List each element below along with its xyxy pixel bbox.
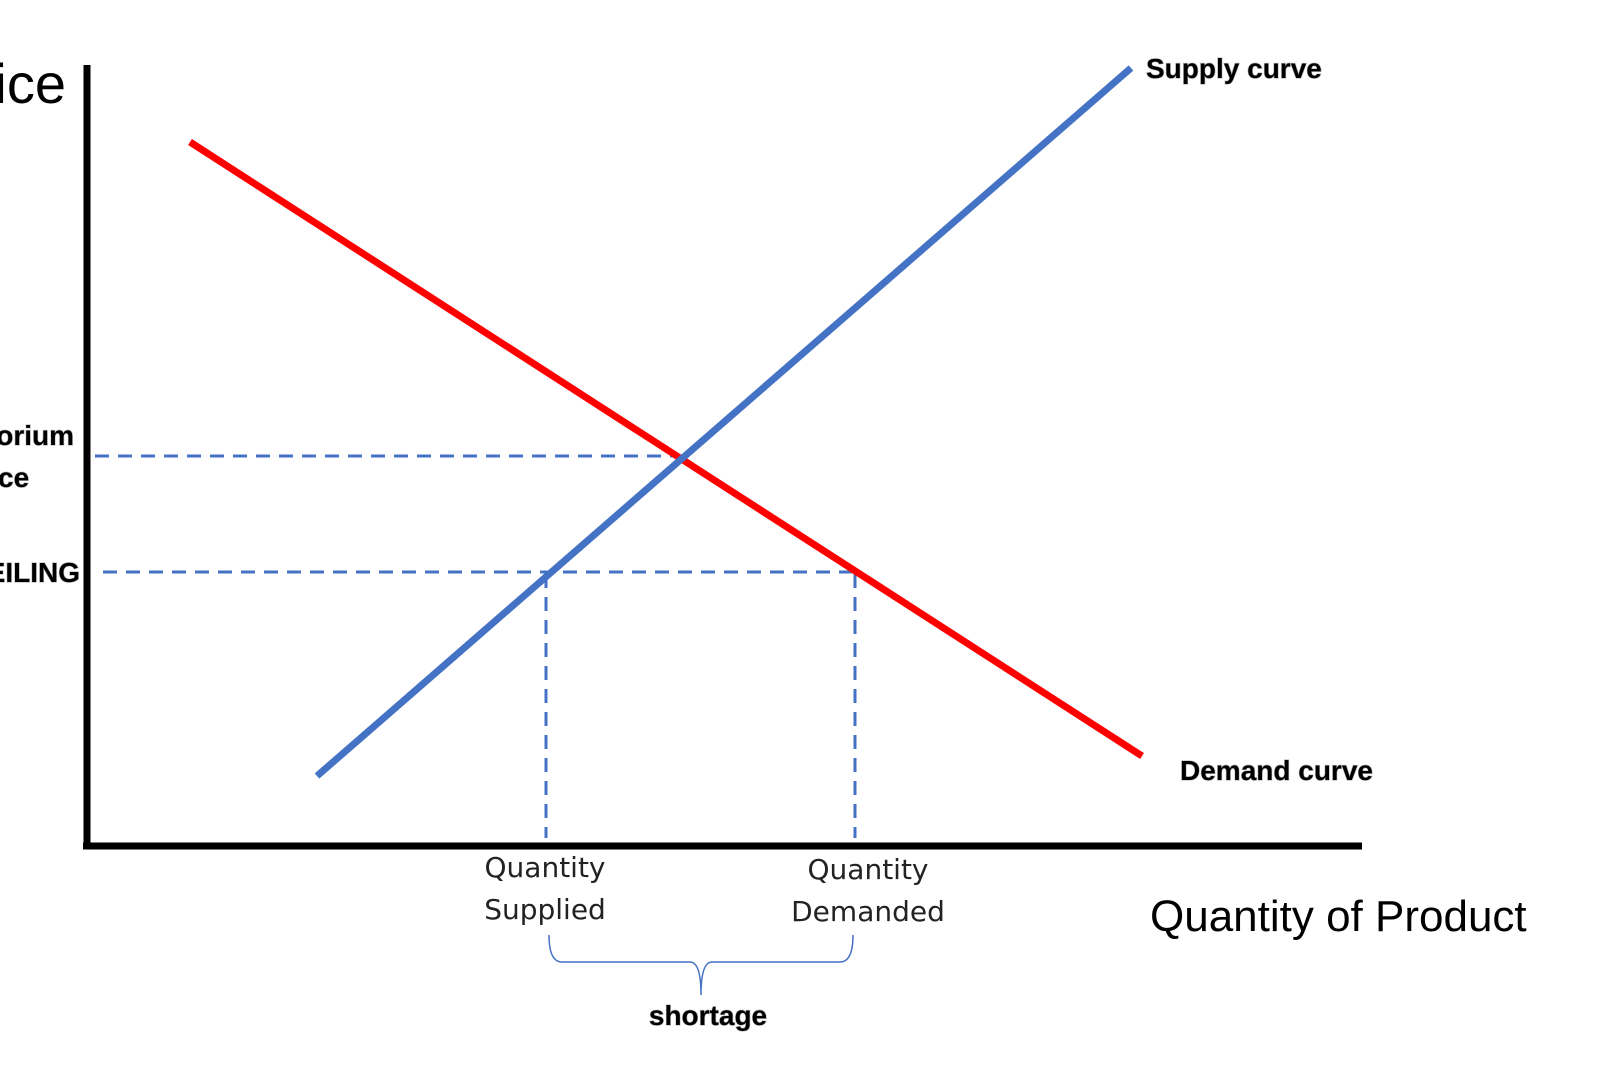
shortage-brace [548, 934, 854, 996]
supply-curve [314, 65, 1134, 779]
y-axis-label: ice [0, 52, 66, 115]
supply-curve-label: Supply curve [1146, 53, 1322, 84]
quantity-demanded-label-line2: Demanded [791, 895, 945, 928]
demand-curve [188, 139, 1144, 759]
price-ceiling-label: EILING [0, 557, 80, 588]
quantity-demanded-label-line1: Quantity [808, 853, 929, 886]
demand-curve-label: Demand curve [1180, 755, 1373, 786]
equilibrium-price-label-line2: ce [0, 462, 29, 493]
quantity-supplied-label-line2: Supplied [484, 893, 606, 926]
x-axis-label: Quantity of Product [1150, 892, 1527, 941]
equilibrium-price-label-line1: orium [0, 420, 74, 451]
shortage-label: shortage [649, 1000, 767, 1031]
quantity-supplied-label-line1: Quantity [485, 851, 606, 884]
